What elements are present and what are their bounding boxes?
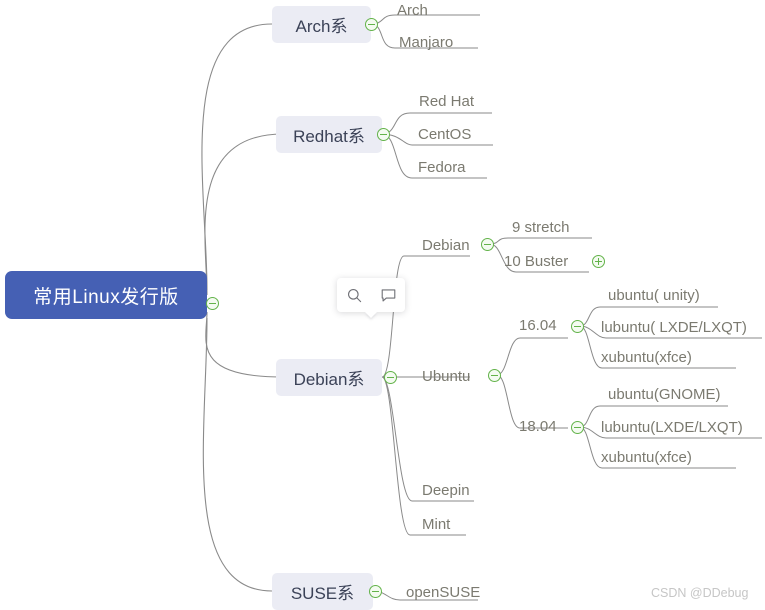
watermark-text: CSDN @DDebug <box>651 586 749 600</box>
leaf-node-mint[interactable]: Mint <box>422 517 450 532</box>
leaf-node-debian-10-label: 10 Buster <box>504 253 569 270</box>
branch-node-arch[interactable]: Arch系 <box>272 6 371 43</box>
node-debian-collapse-badge[interactable] <box>481 238 494 251</box>
node-ubuntu-label: Ubuntu <box>422 368 471 385</box>
leaf-node-fedora[interactable]: Fedora <box>418 160 466 175</box>
leaf-node-deepin-label: Deepin <box>422 482 470 499</box>
leaf-node-lubuntu-1604-label: lubuntu( LXDE/LXQT) <box>601 319 747 336</box>
leaf-node-manjaro[interactable]: Manjaro <box>399 35 453 50</box>
node-debian-label: Debian <box>422 237 470 254</box>
leaf-node-debian-9[interactable]: 9 stretch <box>512 220 570 235</box>
leaf-node-centos[interactable]: CentOS <box>418 127 471 142</box>
root-node[interactable]: 常用Linux发行版 <box>5 271 207 319</box>
watermark: CSDN @DDebug <box>651 586 748 600</box>
branch-arch-collapse-badge[interactable] <box>365 18 378 31</box>
leaf-node-xubuntu-1804-label: xubuntu(xfce) <box>601 449 692 466</box>
node-action-popover <box>337 278 405 318</box>
node-ubuntu[interactable]: Ubuntu <box>422 369 470 384</box>
popover-search-button[interactable] <box>337 278 371 312</box>
leaf-node-xubuntu-1604-label: xubuntu(xfce) <box>601 349 692 366</box>
leaf-node-redhat-distro[interactable]: Red Hat <box>419 94 474 109</box>
popover-comment-button[interactable] <box>371 278 405 312</box>
leaf-node-ubuntu-gnome-label: ubuntu(GNOME) <box>608 386 721 403</box>
leaf-node-xubuntu-1804[interactable]: xubuntu(xfce) <box>601 450 692 465</box>
leaf-node-deepin[interactable]: Deepin <box>422 483 470 498</box>
branch-node-debian-family[interactable]: Debian系 <box>276 359 382 396</box>
leaf-node-manjaro-label: Manjaro <box>399 34 454 51</box>
root-node-label: 常用Linux发行版 <box>33 286 179 308</box>
popover-arrow <box>365 312 377 318</box>
branch-redhat-collapse-badge[interactable] <box>377 128 390 141</box>
branch-node-suse-label: SUSE系 <box>290 584 355 603</box>
node-debian[interactable]: Debian <box>422 238 470 253</box>
node-ubuntu-1804-label: 18.04 <box>519 418 557 435</box>
leaf-node-opensuse-label: openSUSE <box>406 584 481 601</box>
leaf-node-lubuntu-1804-label: lubuntu(LXDE/LXQT) <box>601 419 743 436</box>
search-icon <box>347 288 361 302</box>
node-ubuntu-1604-label: 16.04 <box>519 317 557 334</box>
branch-node-debian-family-label: Debian系 <box>293 370 365 389</box>
leaf-node-ubuntu-unity-label: ubuntu( unity) <box>608 287 700 304</box>
branch-node-suse[interactable]: SUSE系 <box>272 573 373 610</box>
comment-icon <box>381 288 395 301</box>
leaf-node-centos-label: CentOS <box>418 126 472 143</box>
leaf-node-lubuntu-1604[interactable]: lubuntu( LXDE/LXQT) <box>601 320 747 335</box>
node-ubuntu-1604-collapse-badge[interactable] <box>571 320 584 333</box>
node-ubuntu-1804-collapse-badge[interactable] <box>571 421 584 434</box>
branch-debian-family-collapse-badge[interactable] <box>384 371 397 384</box>
leaf-node-debian-10-expand-badge[interactable] <box>592 255 605 268</box>
leaf-node-debian-9-label: 9 stretch <box>512 219 570 236</box>
leaf-node-debian-10[interactable]: 10 Buster <box>504 254 568 269</box>
leaf-node-lubuntu-1804[interactable]: lubuntu(LXDE/LXQT) <box>601 420 743 435</box>
leaf-node-opensuse[interactable]: openSUSE <box>406 585 480 600</box>
leaf-node-mint-label: Mint <box>422 516 451 533</box>
leaf-node-ubuntu-unity[interactable]: ubuntu( unity) <box>608 288 700 303</box>
branch-node-redhat[interactable]: Redhat系 <box>276 116 382 153</box>
leaf-node-ubuntu-gnome[interactable]: ubuntu(GNOME) <box>608 387 721 402</box>
node-ubuntu-collapse-badge[interactable] <box>488 369 501 382</box>
leaf-node-fedora-label: Fedora <box>418 159 466 176</box>
node-ubuntu-1604[interactable]: 16.04 <box>519 318 557 333</box>
branch-node-arch-label: Arch系 <box>295 17 348 36</box>
leaf-node-redhat-distro-label: Red Hat <box>419 93 475 110</box>
leaf-node-arch[interactable]: Arch <box>397 3 428 18</box>
branch-suse-collapse-badge[interactable] <box>369 585 382 598</box>
leaf-node-xubuntu-1604[interactable]: xubuntu(xfce) <box>601 350 692 365</box>
node-ubuntu-1804[interactable]: 18.04 <box>519 419 557 434</box>
root-collapse-badge[interactable] <box>206 297 219 310</box>
leaf-node-arch-label: Arch <box>397 2 428 19</box>
branch-node-redhat-label: Redhat系 <box>293 127 365 146</box>
